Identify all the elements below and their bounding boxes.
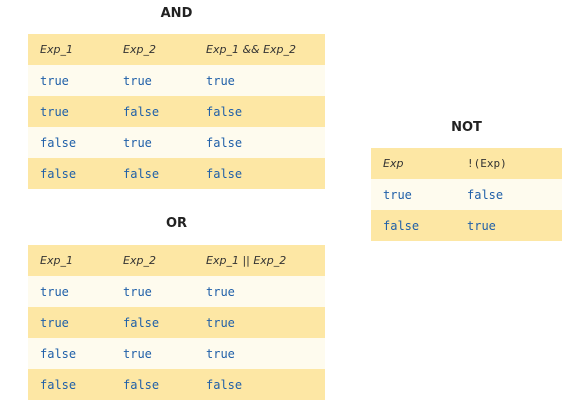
and-cell: false	[123, 104, 160, 119]
not-cell: false	[467, 187, 504, 202]
and-header-exp1: Exp_1	[40, 43, 73, 56]
not-row: true false	[371, 179, 562, 210]
not-cell: true	[467, 218, 496, 233]
not-cell: true	[383, 187, 412, 202]
and-table: Exp_1 Exp_2 Exp_1 && Exp_2 true true tru…	[28, 34, 325, 189]
and-row: false false false	[28, 158, 325, 189]
or-cell: true	[206, 346, 235, 361]
or-cell: true	[206, 284, 235, 299]
and-row: true true true	[28, 65, 325, 96]
and-row: false true false	[28, 127, 325, 158]
and-cell: true	[206, 73, 235, 88]
and-cell: true	[123, 135, 152, 150]
or-table: Exp_1 Exp_2 Exp_1 || Exp_2 true true tru…	[28, 245, 325, 400]
or-row: false true true	[28, 338, 325, 369]
or-cell: false	[123, 315, 160, 330]
and-cell: false	[206, 135, 243, 150]
or-header-exp1: Exp_1	[40, 254, 73, 267]
not-header-row: Exp !(Exp)	[371, 148, 562, 179]
or-cell: true	[123, 284, 152, 299]
or-header-result: Exp_1 || Exp_2	[206, 254, 287, 267]
or-row: false false false	[28, 369, 325, 400]
not-header-result: !(Exp)	[467, 157, 507, 170]
and-cell: false	[123, 166, 160, 181]
or-table-title: OR	[165, 216, 188, 231]
and-cell: false	[206, 104, 243, 119]
not-table-title: NOT	[451, 120, 482, 135]
or-cell: false	[40, 346, 77, 361]
and-cell: false	[40, 135, 77, 150]
and-cell: false	[206, 166, 243, 181]
or-header-exp2: Exp_2	[123, 254, 156, 267]
and-cell: true	[40, 73, 69, 88]
or-cell: true	[40, 315, 69, 330]
and-table-title: AND	[160, 6, 193, 21]
and-cell: false	[40, 166, 77, 181]
or-cell: true	[206, 315, 235, 330]
or-row: true false true	[28, 307, 325, 338]
or-cell: true	[123, 346, 152, 361]
and-cell: true	[40, 104, 69, 119]
and-header-row: Exp_1 Exp_2 Exp_1 && Exp_2	[28, 34, 325, 65]
or-cell: false	[40, 377, 77, 392]
and-header-exp2: Exp_2	[123, 43, 156, 56]
not-row: false true	[371, 210, 562, 241]
or-cell: true	[40, 284, 69, 299]
and-row: true false false	[28, 96, 325, 127]
or-row: true true true	[28, 276, 325, 307]
not-table: Exp !(Exp) true false false true	[371, 148, 562, 241]
not-header-exp: Exp	[383, 157, 404, 170]
or-cell: false	[123, 377, 160, 392]
or-header-row: Exp_1 Exp_2 Exp_1 || Exp_2	[28, 245, 325, 276]
and-header-result: Exp_1 && Exp_2	[206, 43, 297, 56]
not-cell: false	[383, 218, 420, 233]
and-cell: true	[123, 73, 152, 88]
or-cell: false	[206, 377, 243, 392]
